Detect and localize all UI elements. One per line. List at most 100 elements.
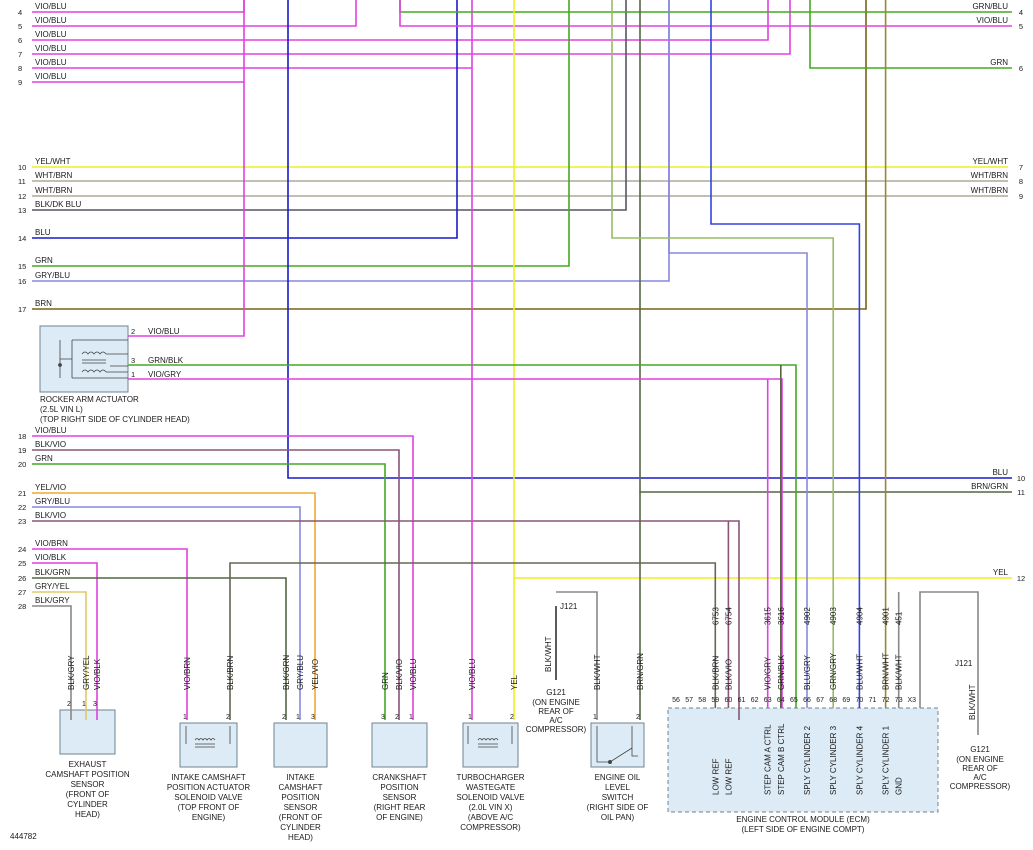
lower-wire-28-10 [32,605,72,720]
ecm-pin-number: 70 [856,697,864,704]
ecm-name: ENGINE CONTROL MODULE (ECM) [736,815,870,824]
ground1-wire-label: BLK/WHT [544,636,553,672]
left-wire-15-11 [32,0,570,267]
lower-wire-27-9 [32,591,87,720]
lower-wire-label: GRY/YEL [35,582,70,591]
ecm-box [667,707,939,813]
left-row-number: 13 [18,206,26,215]
turbo-coil-icon [467,726,513,748]
ecm-circuit-number: 451 [895,611,904,625]
left-wire-label: BLK/DK BLU [35,200,81,209]
right-row-number: 11 [1017,488,1025,497]
crankshaft-sensor [371,722,428,768]
lower-wire-18-0 [32,435,414,720]
component-label-crank: SENSOR [383,793,417,802]
oil-switch-contact-icon [596,726,638,763]
ecm-pin-number: 59 [711,697,719,704]
ecm-pin-number: 71 [869,697,877,704]
ecm-circuit-number: 6753 [711,607,720,625]
right-wire-label: GRN/BLU [972,2,1008,11]
ecm-pin-number: 64 [777,697,785,704]
ecm-pin-function: SPLY CYLINDER 3 [829,725,838,795]
component-label-oil: SWITCH [602,793,634,802]
left-wire-16-12 [32,0,670,282]
left-wire-label: BLU [35,228,51,237]
component-pin-number: 1 [183,714,187,721]
ground1-connector: J121 [560,602,578,611]
ecm-pin-number: 62 [751,697,759,704]
left-wire-label: VIO/BLU [35,2,67,11]
rocker-arm-coil-icon [58,339,128,379]
right-wire-label: BLU [992,468,1008,477]
ground2-name: G121 [970,745,990,754]
component-label-turbo: TURBOCHARGER [456,773,524,782]
component-label-intake_actuator: SOLENOID VALVE [174,793,242,802]
component-wire-label: GRN [381,672,390,690]
component-wire-label: BLK/GRY [67,655,76,690]
ecm-label: ENGINE CONTROL MODULE (ECM) (LEFT SIDE O… [668,815,938,835]
left-row-number: 16 [18,277,26,286]
rocker-wire-label: GRN/BLK [148,356,184,365]
component-label-intake_sensor: CAMSHAFT [279,783,323,792]
rocker-wire-label: VIO/GRY [148,370,182,379]
left-wire-label: VIO/BLU [35,30,67,39]
figure-id: 444782 [10,832,37,841]
component-pin-number: 1 [409,714,413,721]
lower-wire-label: BLK/GRN [35,568,70,577]
ecm-pin-function: SPLY CYLINDER 4 [855,725,864,795]
component-label-turbo: SOLENOID VALVE [456,793,524,802]
component-wire-label: BLK/GRN [282,655,291,690]
component-label-intake_sensor: POSITION [281,793,319,802]
lower-wire-label: BLK/GRY [35,596,70,605]
ecm-wire-59 [229,562,717,720]
lower-wire-label: GRN [35,454,53,463]
ground2-wire-label: BLK/WHT [968,684,977,720]
right-wire-label: YEL/WHT [972,157,1008,166]
ecm-circuit-number: 3616 [777,607,786,625]
component-label-intake_sensor: (FRONT OF [279,813,323,822]
ecm-pin-function: STEP CAM A CTRL [764,724,773,795]
component-label-crank: POSITION [380,783,418,792]
right-wire-5-1 [399,0,1012,27]
ecm-pin-function: GND [895,777,904,795]
component-pin-number: 1 [593,714,597,721]
component-label-exhaust: SENSOR [71,780,105,789]
right-wire-10-3 [287,0,1012,479]
exhaust-camshaft-sensor [59,709,116,755]
oil-switch-contact-dot [608,760,612,764]
left-wire-label: BRN [35,299,52,308]
oil-level-switch [590,722,645,768]
ecm-circuit-number: 3615 [764,607,773,625]
component-label-turbo: WASTEGATE [466,783,515,792]
right-row-number: 4 [1019,8,1023,17]
component-label-oil: OIL PAN) [601,813,635,822]
component-label-intake_sensor: INTAKE [286,773,314,782]
component-wire-label: BLK/VIO [395,659,404,690]
ecm-pin-number: 58 [698,697,706,704]
lower-wire-21-3 [32,492,316,720]
ecm-wire-label: BLU/WHT [855,654,864,690]
left-row-number: 5 [18,22,22,31]
right-wire-label: VIO/BLU [976,16,1008,25]
rocker-title: ROCKER ARM ACTUATOR [40,395,139,404]
lower-wire-23-5 [32,520,740,720]
right-wire-label: BRN/GRN [971,482,1008,491]
ecm-pin-number: 56 [672,697,680,704]
component-wire-label: VIO/BLK [93,658,102,690]
ecm-wire-label: BLK/VIO [724,659,733,690]
component-pin-number: 1 [468,714,472,721]
left-row-number: 10 [18,163,26,172]
component-pin-number: 2 [395,714,399,721]
right-row-number: 9 [1019,192,1023,201]
left-wire-label: WHT/BRN [35,171,73,180]
component-wire-label: BLK/WHT [593,654,602,690]
ground2-connector: J121 [955,659,973,668]
left-row-number: 4 [18,8,22,17]
ecm-circuit-number: 4902 [803,607,812,625]
right-row-number: 5 [1019,22,1023,31]
component-pin-number: 3 [381,714,385,721]
left-wire-label: VIO/BLU [35,72,67,81]
rocker-pin-number: 3 [131,356,135,365]
intake-camshaft-actuator [179,722,238,768]
ecm-wire-label: BLK/BRN [711,656,720,690]
